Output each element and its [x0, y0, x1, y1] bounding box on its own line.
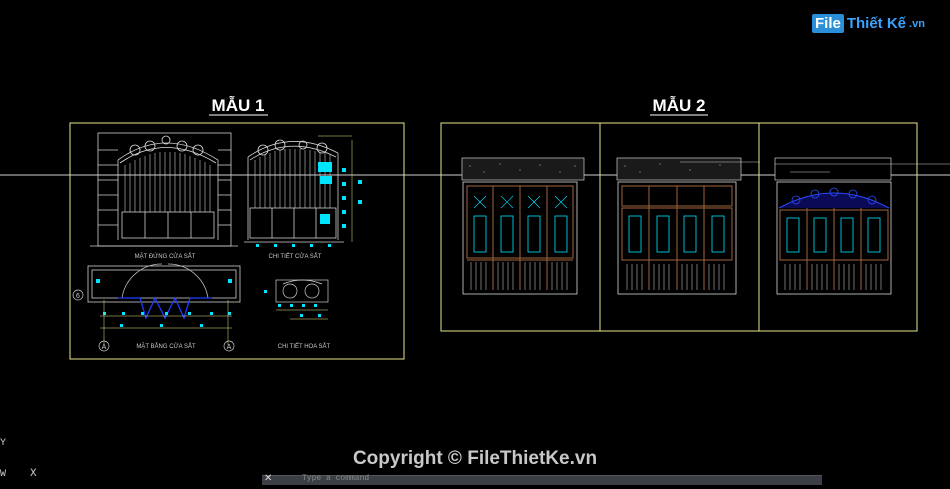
mau1-frame — [69, 122, 405, 360]
title-mau-2: MẪU 2 — [653, 96, 706, 115]
door-variant-1 — [461, 157, 585, 295]
door-variant-3 — [774, 157, 950, 295]
mau2-frame — [440, 122, 918, 332]
front-elevation-drawing — [90, 132, 238, 247]
door-variant-2 — [616, 157, 760, 295]
ucs-y-label: Y — [0, 438, 7, 449]
logo-file-text: File — [812, 14, 844, 33]
title-mau-1: MẪU 1 — [212, 96, 265, 115]
filethietke-logo: File Thiết Kế .vn — [812, 14, 925, 33]
ucs-w-label: W — [0, 469, 7, 480]
ucs-x-label: X — [30, 468, 37, 480]
floor-plan-drawing — [87, 263, 241, 303]
logo-name-text: Thiết Kế — [846, 15, 907, 32]
logo-domain-text: .vn — [909, 17, 925, 30]
label-floor-plan: MẶT BẰNG CỬA SẮT — [136, 342, 196, 350]
axis-a-left: A — [102, 344, 107, 351]
label-front-elevation: MẶT ĐỨNG CỬA SẮT — [135, 252, 196, 260]
iron-door-detail-drawing — [244, 141, 344, 243]
command-line[interactable]: ✕ Type a command — [262, 473, 822, 485]
label-pattern-detail: CHI TIẾT HOA SẮT — [278, 342, 331, 350]
label-iron-door-detail: CHI TIẾT CỬA SẮT — [269, 252, 322, 260]
axis-6: 6 — [76, 293, 80, 300]
copyright-watermark: Copyright © FileThietKe.vn — [352, 448, 598, 469]
axis-a-right: A — [227, 344, 232, 351]
pattern-detail-drawing — [275, 279, 329, 303]
close-icon[interactable]: ✕ — [264, 473, 273, 484]
floor-plan-blue-gates — [118, 296, 212, 320]
command-input[interactable]: Type a command — [302, 474, 370, 483]
